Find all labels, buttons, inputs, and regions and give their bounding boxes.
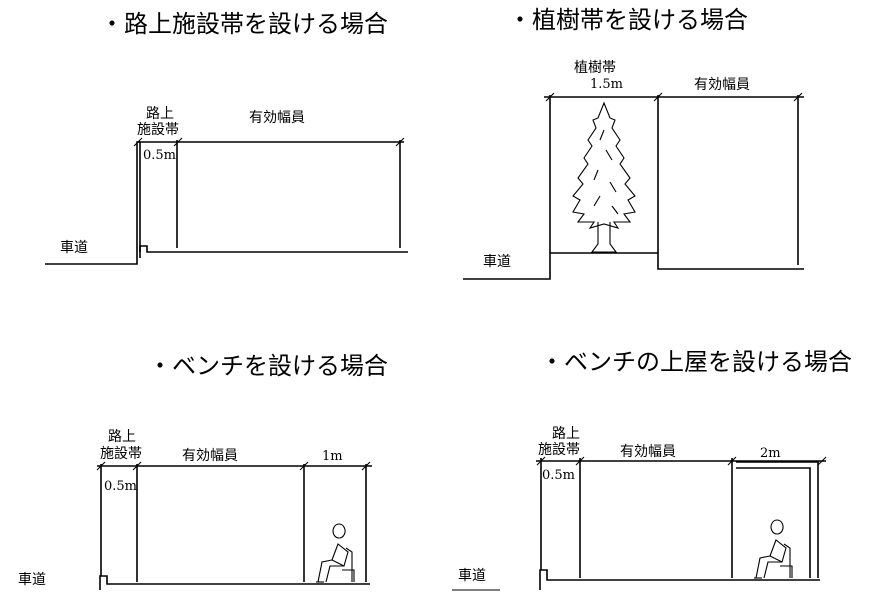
bench-width-label: 1m xyxy=(322,449,343,464)
effective-width-label: 有効幅員 xyxy=(620,444,676,460)
panel-curb-title: ・路上施設帯を設ける場合 xyxy=(100,10,388,38)
zone-width-label: 0.5m xyxy=(542,468,575,483)
panel-bench: ・ベンチを設ける場合 路上 施設帯 0.5m 有効幅員 1m 車道 xyxy=(18,352,388,590)
zone-label-line1: 路上 xyxy=(146,106,174,122)
shelter-roof-outer xyxy=(736,461,819,578)
panel-curb-zone: ・路上施設帯を設ける場合 路上 施設帯 0.5m 有効幅員 車道 xyxy=(45,10,408,265)
zone-label-line2: 施設帯 xyxy=(100,446,142,462)
zone-label-line1: 路上 xyxy=(552,426,580,442)
roadway-label: 車道 xyxy=(60,239,88,256)
shelter-roof-inner xyxy=(736,467,811,578)
zone-width-label: 0.5m xyxy=(104,479,137,494)
panel-tree-title: ・植樹帯を設ける場合 xyxy=(508,6,748,34)
zone-width-label: 0.5m xyxy=(143,148,176,163)
tree-icon xyxy=(572,101,636,253)
effective-width-label: 有効幅員 xyxy=(694,77,750,93)
planting-strip-ground xyxy=(463,252,804,280)
panel-shelter-title: ・ベンチの上屋を設ける場合 xyxy=(540,348,852,376)
panel-bench-title: ・ベンチを設ける場合 xyxy=(148,352,388,380)
sidewalk-ground-line xyxy=(99,575,370,590)
effective-width-label: 有効幅員 xyxy=(249,110,305,126)
zone-label-line2: 施設帯 xyxy=(137,122,179,138)
panel-tree-zone: ・植樹帯を設ける場合 植樹帯 1.5m 有効幅員 車道 xyxy=(463,6,804,280)
sidewalk-ground-line xyxy=(139,245,408,258)
effective-width-label: 有効幅員 xyxy=(182,448,238,464)
zone-label: 植樹帯 xyxy=(574,60,616,76)
zone-label-line2: 施設帯 xyxy=(538,442,580,458)
zone-label-line1: 路上 xyxy=(108,429,136,445)
zone-width-label: 1.5m xyxy=(590,77,623,92)
panel-bench-shelter: ・ベンチの上屋を設ける場合 路上 施設帯 0.5m 有効幅員 2m 車道 xyxy=(452,348,852,591)
roadway-label: 車道 xyxy=(18,571,46,588)
seated-person-icon xyxy=(316,523,355,583)
shelter-width-label: 2m xyxy=(760,446,781,461)
roadway-label: 車道 xyxy=(483,253,511,270)
seated-person-icon xyxy=(754,519,793,579)
sidewalk-ground-line xyxy=(539,569,820,590)
roadway-label: 車道 xyxy=(458,567,486,584)
